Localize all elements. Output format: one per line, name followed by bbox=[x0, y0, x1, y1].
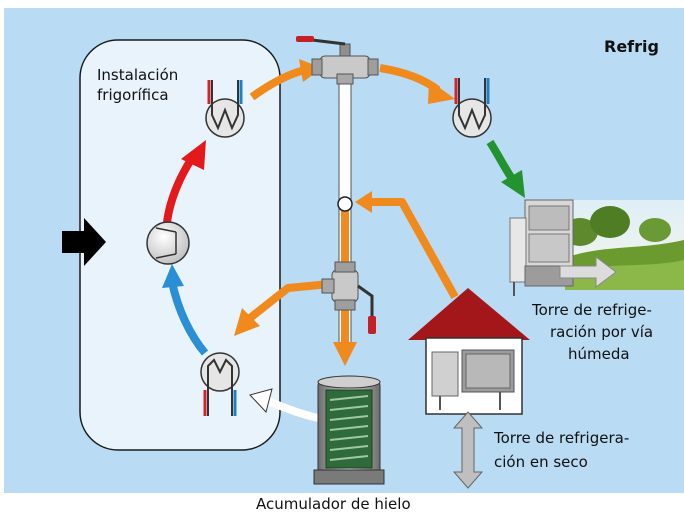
compressor-icon bbox=[146, 221, 190, 265]
upper-valve-icon bbox=[296, 36, 379, 85]
ice-accumulator-label: Acumulador de hielo bbox=[256, 495, 411, 513]
orange-arrow-icon-2 bbox=[428, 80, 455, 104]
orange-down-arrow-icon bbox=[333, 342, 357, 366]
green-arrow-icon bbox=[501, 170, 525, 198]
wet-tower-icon bbox=[509, 199, 684, 296]
lower-valve-icon bbox=[321, 261, 376, 334]
blue-flow-line bbox=[168, 281, 209, 356]
dry-tower-label-line1: Torre de refrigera- bbox=[494, 429, 630, 447]
input-arrow-icon bbox=[62, 218, 106, 266]
dry-tower-label-line2: ción en seco bbox=[494, 453, 588, 471]
orange-flow-line-1 bbox=[249, 66, 307, 101]
orange-return-line bbox=[372, 198, 459, 299]
dry-tower-icon bbox=[408, 288, 530, 415]
orange-vertical-upper bbox=[341, 210, 349, 266]
blue-arrow-icon bbox=[162, 264, 184, 288]
wet-tower-exhaust-arrow-icon bbox=[559, 256, 617, 288]
dry-tower-airflow-arrow-icon bbox=[452, 411, 484, 489]
wet-tower-label-line2: ración por vía bbox=[550, 323, 654, 341]
white-arrow-icon bbox=[249, 388, 273, 414]
orange-vertical-lower bbox=[341, 296, 349, 344]
orange-return-arrow-icon bbox=[355, 191, 372, 213]
lower-exchanger-icon bbox=[200, 352, 240, 416]
red-arrow-icon bbox=[181, 140, 206, 170]
junction-node bbox=[337, 196, 353, 212]
wet-tower-label-line1: Torre de refrige- bbox=[532, 301, 652, 319]
ice-tank-icon bbox=[313, 375, 385, 485]
installation-label-line2: frigorífica bbox=[97, 86, 169, 104]
upper-exchanger-icon bbox=[205, 80, 245, 138]
wet-tower-label-line3: húmeda bbox=[568, 345, 630, 363]
installation-label-line1: Instalación bbox=[97, 66, 179, 84]
orange-flow-line-3 bbox=[247, 280, 331, 322]
red-flow-line bbox=[163, 155, 196, 223]
wet-exchanger-icon bbox=[452, 78, 492, 138]
orange-arrow-icon-3 bbox=[234, 308, 260, 336]
title-partial: Refrig bbox=[604, 37, 659, 56]
orange-arrow-icon-1 bbox=[299, 59, 322, 82]
